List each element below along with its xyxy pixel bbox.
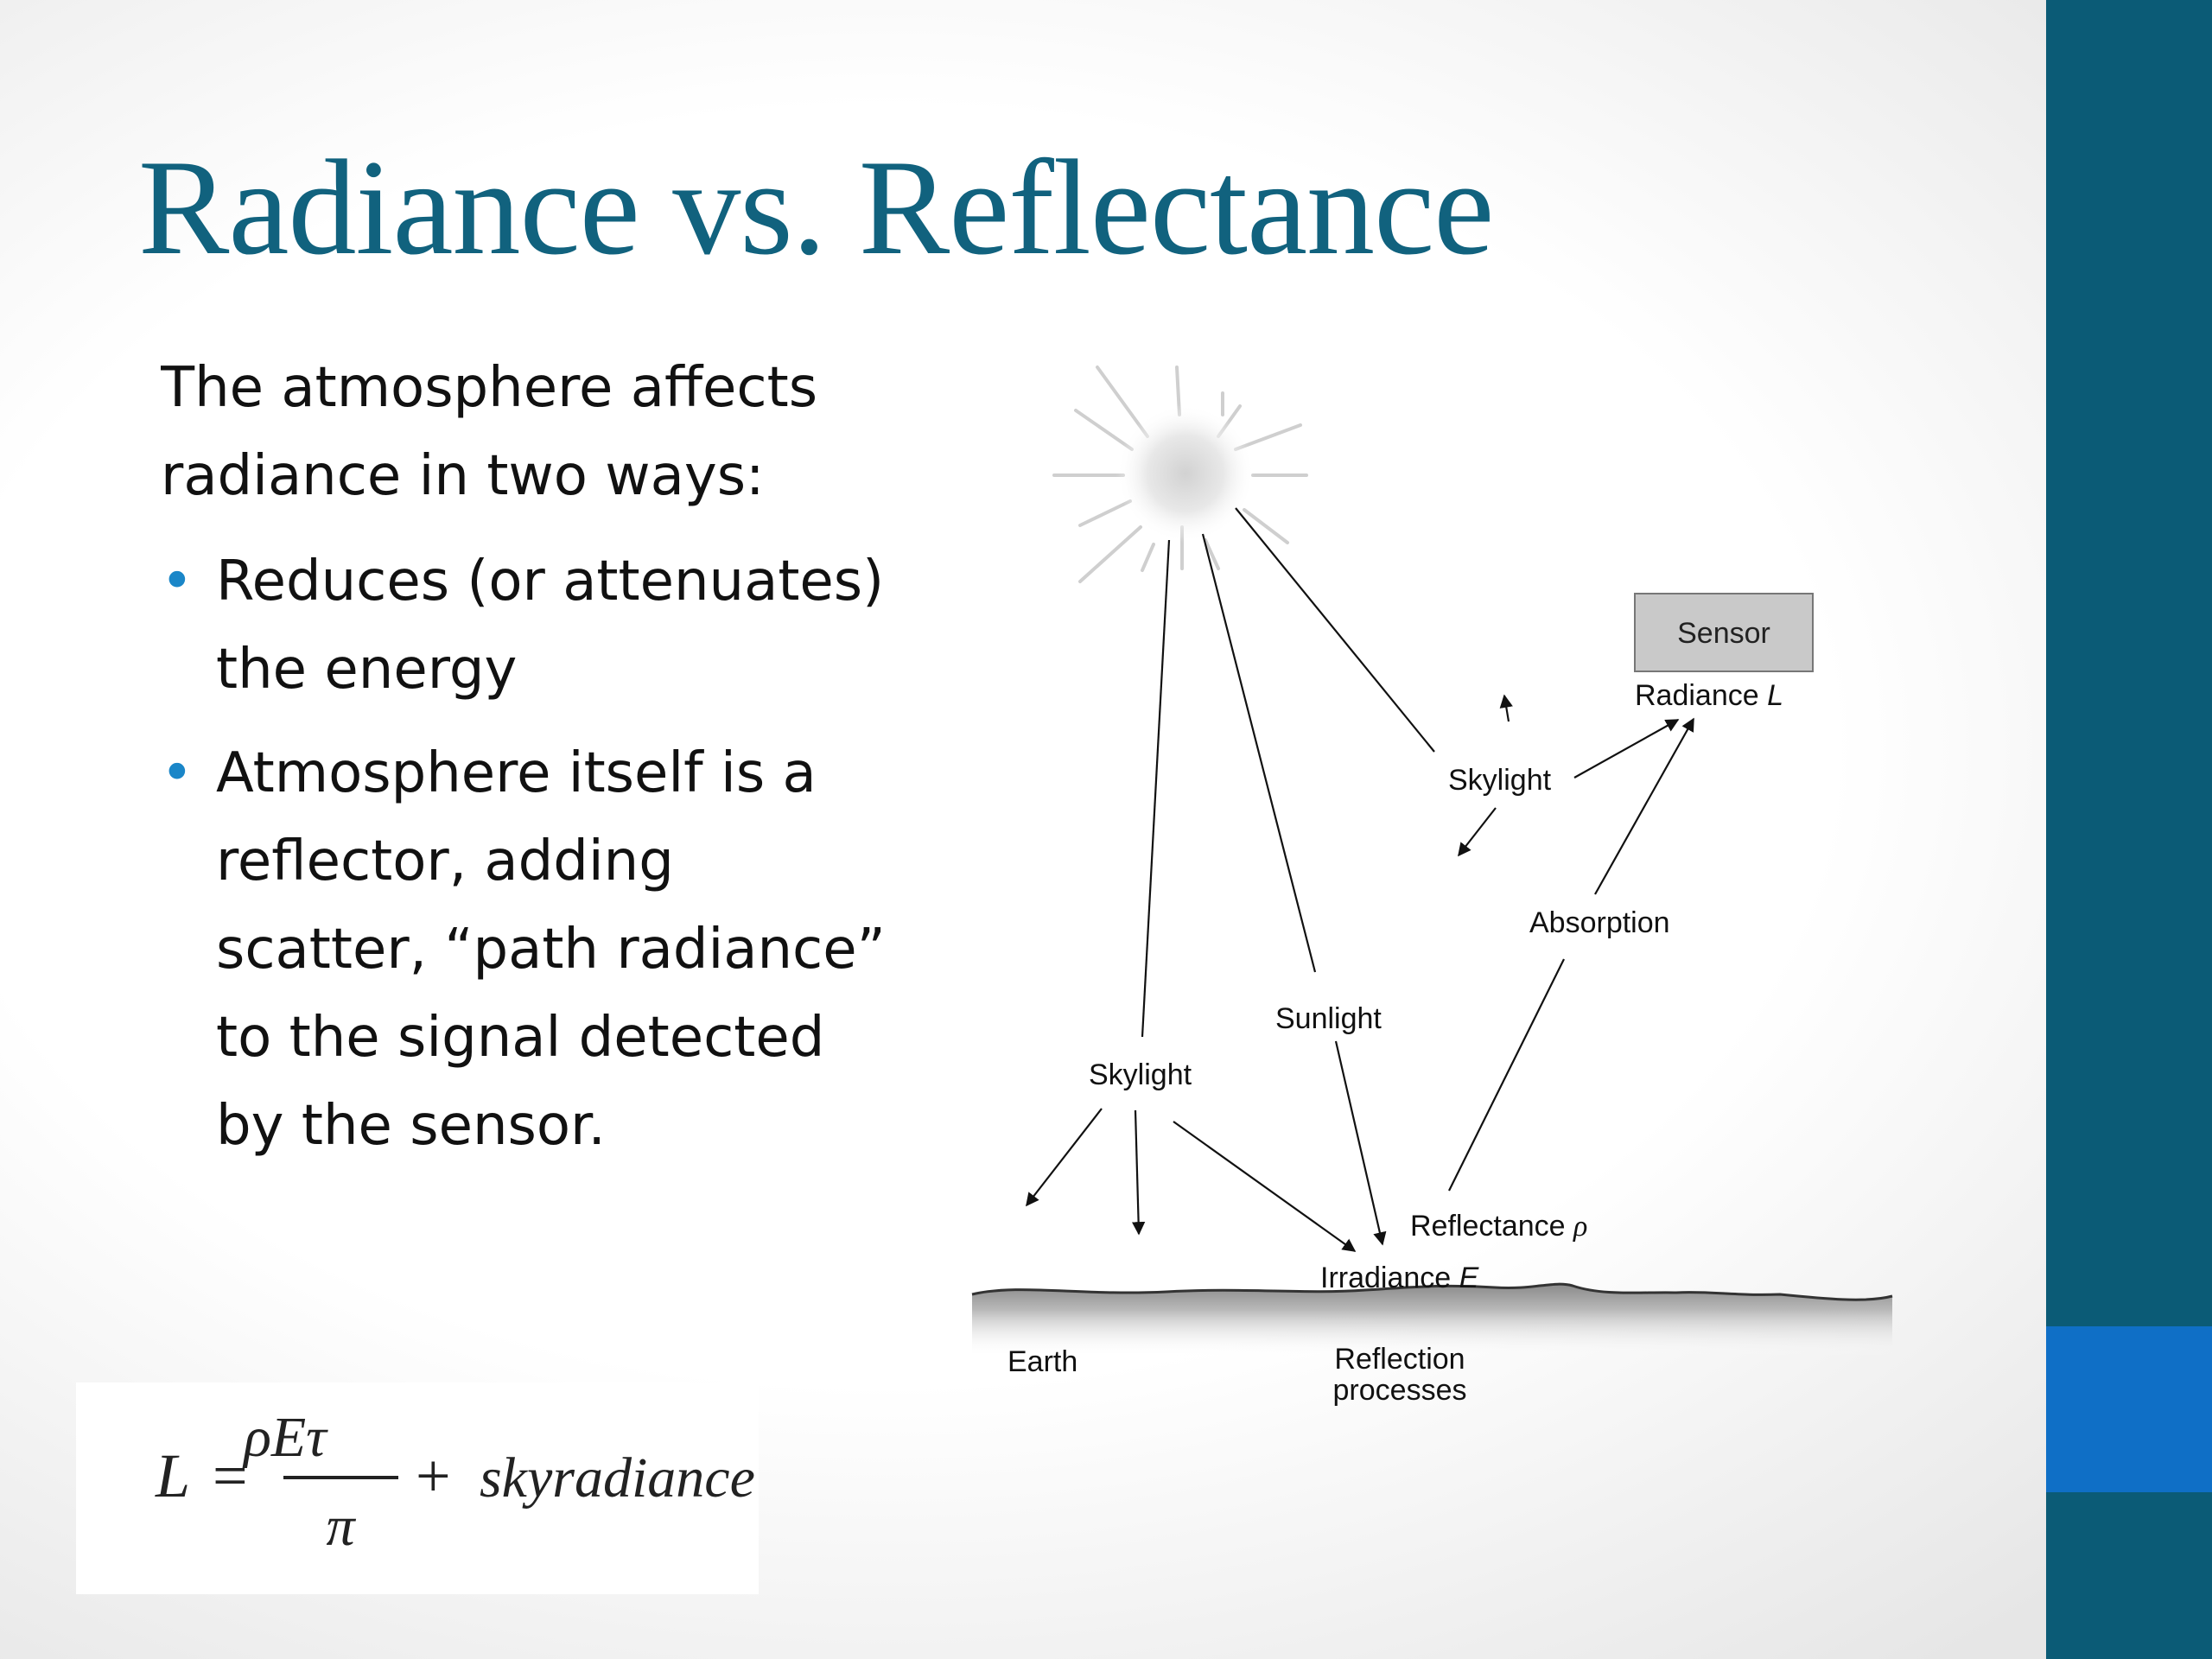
skylight-lower-label: Skylight xyxy=(1089,1058,1192,1091)
equation-lhs: L xyxy=(155,1441,190,1510)
reflection-label-line2: processes xyxy=(1333,1374,1467,1407)
bullet-dot-icon: • xyxy=(161,741,194,805)
equation: L = ρEτ π + skyradiance xyxy=(155,1406,755,1558)
ground xyxy=(971,1282,1893,1357)
arrow-to-sensor-reflected xyxy=(1594,717,1694,895)
irradiance-label-text: Irradiance xyxy=(1320,1262,1451,1294)
side-accent-block xyxy=(2046,1326,2212,1492)
bullet-text: Reduces (or attenuates) the energy xyxy=(216,550,885,702)
arrow-to-sensor-skylight xyxy=(1573,719,1680,779)
ray-sunlight-upper xyxy=(1201,533,1317,973)
equation-equals: = xyxy=(213,1441,248,1510)
equation-box: L = ρEτ π + skyradiance xyxy=(76,1382,759,1594)
reflectance-symbol: ρ xyxy=(1573,1211,1587,1243)
radiance-diagram: Sensor Radiance L Skylight Absorption Su… xyxy=(959,346,1970,1417)
equation-term: skyradiance xyxy=(480,1446,755,1510)
intro-text: The atmosphere affects radiance in two w… xyxy=(161,356,818,508)
bullet-item: • Reduces (or attenuates) the energy xyxy=(161,537,904,714)
reflectance-label: Reflectance ρ xyxy=(1410,1210,1587,1243)
sunlight-label: Sunlight xyxy=(1275,1002,1382,1035)
ray-lines xyxy=(1026,507,1694,1252)
bullet-item: • Atmosphere itself is a reflector, addin… xyxy=(161,729,904,1170)
absorption-label: Absorption xyxy=(1529,906,1670,939)
body-text: The atmosphere affects radiance in two w… xyxy=(161,344,904,1173)
sun-icon xyxy=(1052,365,1308,583)
bullet-text: Atmosphere itself is a reflector, adding… xyxy=(216,741,886,1158)
arrow-scatter-right xyxy=(1173,1121,1357,1252)
sensor-label: Sensor xyxy=(1677,617,1770,650)
sensor-box: Sensor xyxy=(1634,593,1814,672)
equation-denominator: π xyxy=(326,1495,356,1558)
ray-sunlight-lower xyxy=(1334,1040,1387,1246)
bullet-dot-icon: • xyxy=(161,550,194,613)
radiance-label-text: Radiance xyxy=(1635,679,1759,712)
diagram-svg: Sensor Radiance L Skylight Absorption Su… xyxy=(971,365,1893,1407)
slide-title: Radiance vs. Reflectance xyxy=(138,132,1494,283)
ray-reflected xyxy=(1448,958,1565,1192)
equation-plus: + xyxy=(416,1441,451,1510)
ray-skylight-upper xyxy=(1235,507,1435,753)
reflectance-label-text: Reflectance xyxy=(1410,1210,1566,1243)
arrow-scatter-left xyxy=(1026,1108,1103,1207)
reflection-label-line1: Reflection xyxy=(1334,1343,1465,1376)
skylight-upper-label: Skylight xyxy=(1448,764,1552,797)
earth-label: Earth xyxy=(1007,1345,1077,1378)
bullet-list: • Reduces (or attenuates) the energy • Atm… xyxy=(161,537,904,1170)
radiance-label: Radiance L xyxy=(1635,679,1783,712)
arrow-skylight-down-left xyxy=(1458,807,1497,857)
equation-numerator: ρEτ xyxy=(242,1406,328,1469)
irradiance-symbol: E xyxy=(1459,1262,1479,1294)
irradiance-label: Irradiance E xyxy=(1320,1262,1479,1294)
ray-skylight-down xyxy=(1141,539,1171,1038)
arrow-scatter-down xyxy=(1131,1109,1146,1236)
arrow-skylight-up xyxy=(1499,694,1513,722)
radiance-symbol: L xyxy=(1767,679,1783,712)
